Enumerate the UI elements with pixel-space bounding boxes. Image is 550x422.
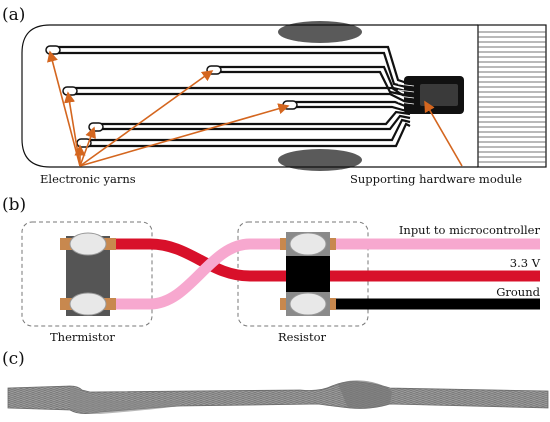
thermistor-component [60,232,116,316]
panel-b-label: (b) [2,195,26,215]
wire-pink [110,238,540,310]
yarn-node-right [338,380,392,409]
resistor-component [280,232,336,316]
annotation-hardware-module: Supporting hardware module [350,172,522,186]
hardware-chip [420,84,458,106]
yarn-node-left [70,386,180,414]
label-input-line: Input to microcontroller [399,223,541,237]
label-ground-line: Ground [496,285,540,299]
panel-b-diagram [21,221,540,327]
annotation-arrows [47,50,463,167]
bottom-pad [278,149,362,171]
annotation-electronic-yarns: Electronic yarns [40,172,136,186]
wire-red [110,238,540,282]
label-thermistor: Thermistor [50,330,115,344]
module-pins [397,83,415,105]
textile-outline [21,24,478,168]
label-resistor: Resistor [278,330,326,344]
top-pad [278,21,362,43]
yarn-traces [50,45,411,148]
thermistor-box [21,221,153,327]
panel-a-diagram [21,21,547,171]
label-3v3-line: 3.3 V [510,256,541,270]
connector-lines [478,31,546,163]
connector-outline [477,24,547,168]
panel-a-label: (a) [2,5,25,25]
yarn-tips [45,45,298,148]
panel-c-label: (c) [2,349,25,369]
